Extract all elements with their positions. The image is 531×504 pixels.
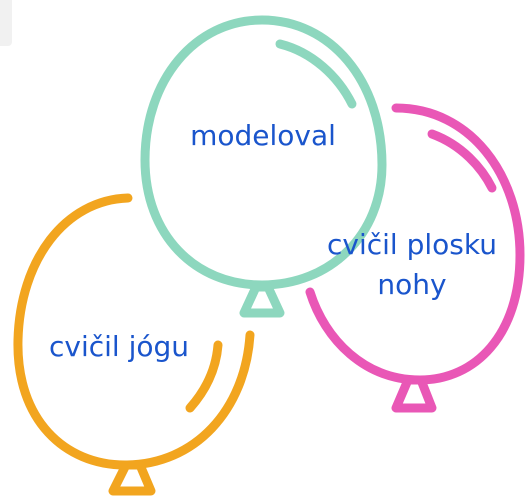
corner-tab <box>0 0 12 46</box>
balloon-pink-highlight <box>427 129 497 193</box>
balloon-orange <box>13 193 255 496</box>
balloon-orange-outline <box>13 193 255 470</box>
balloon-pink-knot <box>391 375 437 413</box>
balloon-green-knot <box>239 282 285 318</box>
balloon-pink-outline <box>305 103 525 385</box>
balloon-green <box>140 15 387 318</box>
balloon-green-highlight <box>275 39 357 109</box>
balloon-pink <box>305 103 525 413</box>
balloon-green-label: modeloval <box>190 119 336 152</box>
balloon-orange-label: cvičil jógu <box>48 330 190 363</box>
balloon-orange-highlight <box>185 340 223 413</box>
balloon-pink-label: cvičil plosku nohy <box>327 228 497 301</box>
balloon-orange-knot <box>108 460 156 496</box>
